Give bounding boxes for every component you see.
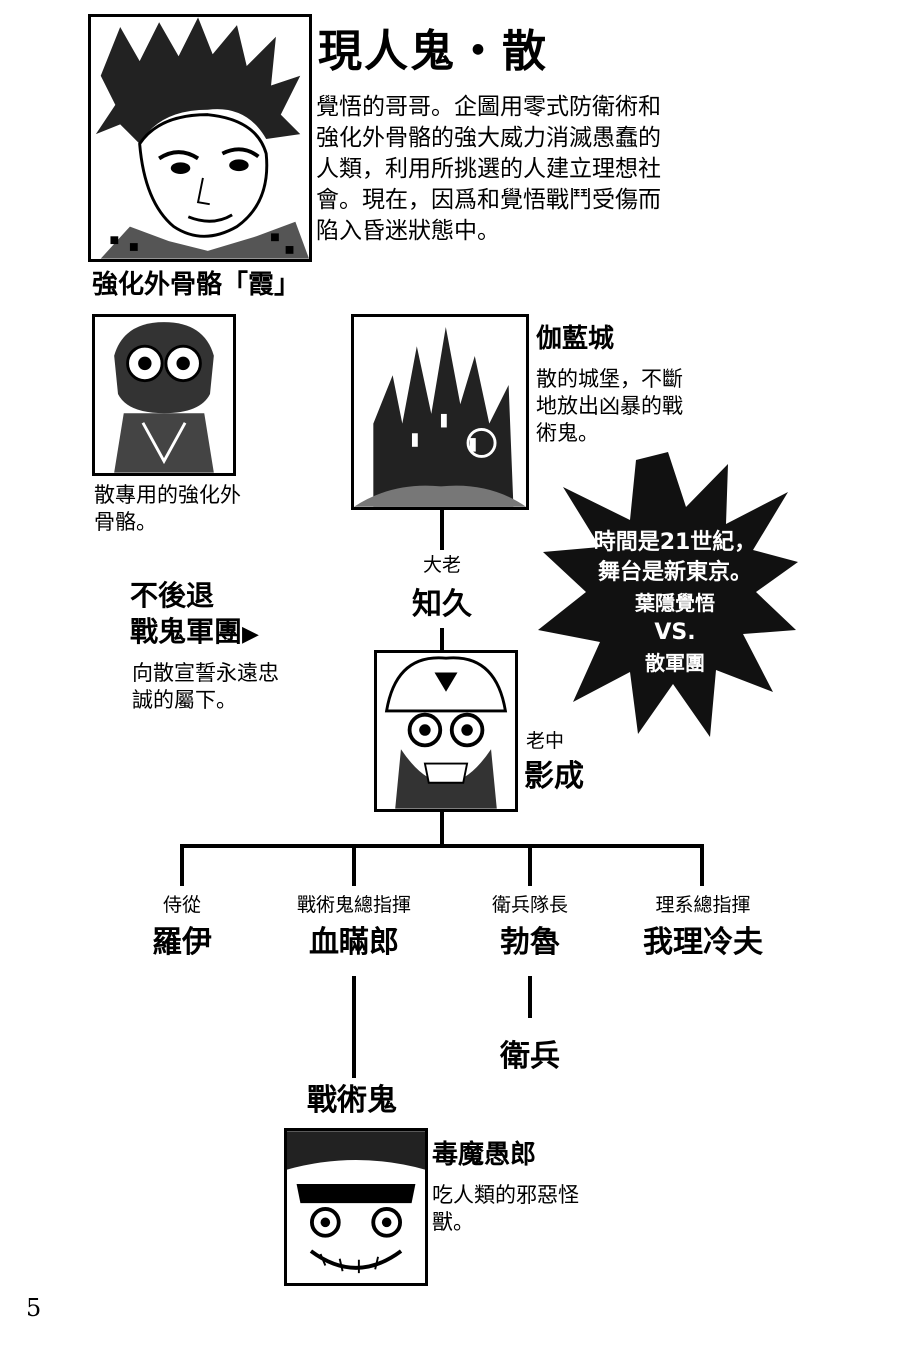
connector-tomohisa-kagenari — [440, 628, 444, 650]
guard-name: 衛兵 — [500, 1039, 560, 1074]
profile-description-line: 覺悟的哥哥。企圖用零式防衛術和 — [316, 94, 661, 120]
tomohisa-role: 大老 — [422, 554, 461, 576]
monster-description-line: 獸。 — [432, 1210, 474, 1234]
starburst-line: 散軍團 — [645, 651, 705, 675]
castle-description: 散的城堡，不斷 地放出凶暴的戰 術鬼。 — [536, 366, 736, 447]
branch-drop-chimaro — [352, 844, 356, 886]
army-title-text: 戰鬼軍團 — [130, 615, 243, 648]
kagenari-image — [374, 650, 518, 812]
profile-description-line: 強化外骨骼的強大威力消滅愚蠢的 — [316, 125, 661, 151]
arrow-right-icon: ▶ — [242, 622, 259, 647]
armor-image — [92, 314, 236, 476]
armor-description-line: 骨骼。 — [94, 510, 157, 534]
branch-drop-garireifu — [700, 844, 704, 886]
member-name-garireifu: 我理冷夫 — [643, 925, 763, 960]
army-description-line: 向散宣誓永遠忠 — [132, 661, 279, 685]
portrait-san-illustration — [91, 17, 309, 259]
tomohisa-name: 知久 — [412, 587, 472, 622]
portrait-san — [88, 14, 312, 262]
army-title-line: 不後退 — [130, 579, 215, 612]
armor-illustration — [95, 317, 233, 473]
kagenari-illustration — [377, 653, 515, 809]
starburst-text: 時間是21世紀， 舞台是新東京。 葉隱覺悟 VS. 散軍團 — [575, 528, 775, 678]
monster-description-line: 吃人類的邪惡怪 — [432, 1183, 579, 1207]
starburst-line: 葉隱覺悟 — [635, 591, 715, 615]
armor-title: 強化外骨骼「霞」 — [92, 270, 301, 300]
profile-description-line: 會。現在，因爲和覺悟戰鬥受傷而 — [316, 187, 661, 213]
monster-image — [284, 1128, 428, 1286]
army-description: 向散宣誓永遠忠 誠的屬下。 — [132, 660, 352, 714]
member-name-chimaro: 血瞞郎 — [309, 925, 399, 960]
member-role-garireifu: 理系總指揮 — [655, 894, 751, 916]
profile-title: 現人鬼・散 — [318, 26, 548, 77]
member-name-boru: 勃魯 — [500, 925, 560, 960]
profile-description: 覺悟的哥哥。企圖用零式防衛術和 強化外骨骼的強大威力消滅愚蠢的 人類，利用所挑選… — [316, 92, 766, 247]
branch-bar — [180, 844, 704, 848]
castle-description-line: 術鬼。 — [536, 421, 599, 445]
member-role-chimaro: 戰術鬼總指揮 — [296, 894, 411, 916]
connector-kagenari-branch — [440, 812, 444, 846]
army-title-line: 戰鬼軍團▶ — [130, 614, 259, 653]
kagenari-name: 影成 — [524, 759, 584, 794]
castle-description-line: 地放出凶暴的戰 — [536, 394, 683, 418]
tactical-title: 戰術鬼 — [307, 1083, 397, 1118]
profile-description-line: 陷入昏迷狀態中。 — [316, 218, 500, 244]
army-title: 不後退 戰鬼軍團▶ — [130, 578, 259, 653]
castle-title: 伽藍城 — [536, 324, 615, 354]
monster-illustration — [287, 1131, 425, 1283]
branch-drop-roi — [180, 844, 184, 886]
armor-description-line: 散專用的強化外 — [94, 483, 241, 507]
page-number: 5 — [26, 1294, 42, 1322]
member-name-roi: 羅伊 — [152, 925, 212, 960]
monster-name: 毒魔愚郎 — [432, 1140, 537, 1170]
member-role-boru: 衛兵隊長 — [491, 894, 568, 916]
monster-description: 吃人類的邪惡怪 獸。 — [432, 1182, 632, 1236]
profile-description-line: 人類，利用所挑選的人建立理想社 — [316, 156, 661, 182]
army-description-line: 誠的屬下。 — [132, 688, 237, 712]
connector-castle-tomohisa — [440, 510, 444, 550]
member-role-roi: 侍從 — [162, 894, 201, 916]
starburst-badge — [538, 452, 798, 737]
armor-description: 散專用的強化外 骨骼。 — [94, 482, 294, 536]
branch-drop-boru — [528, 844, 532, 886]
connector-chimaro-tactical — [352, 976, 356, 1078]
starburst-line: 舞台是新東京。 — [597, 560, 752, 585]
starburst-line: 時間是21世紀， — [593, 530, 757, 555]
castle-image — [351, 314, 529, 510]
castle-description-line: 散的城堡，不斷 — [536, 367, 683, 391]
castle-illustration — [354, 317, 526, 507]
kagenari-role: 老中 — [526, 730, 565, 752]
connector-boru-guard — [528, 976, 532, 1018]
starburst-line: VS. — [654, 620, 696, 645]
